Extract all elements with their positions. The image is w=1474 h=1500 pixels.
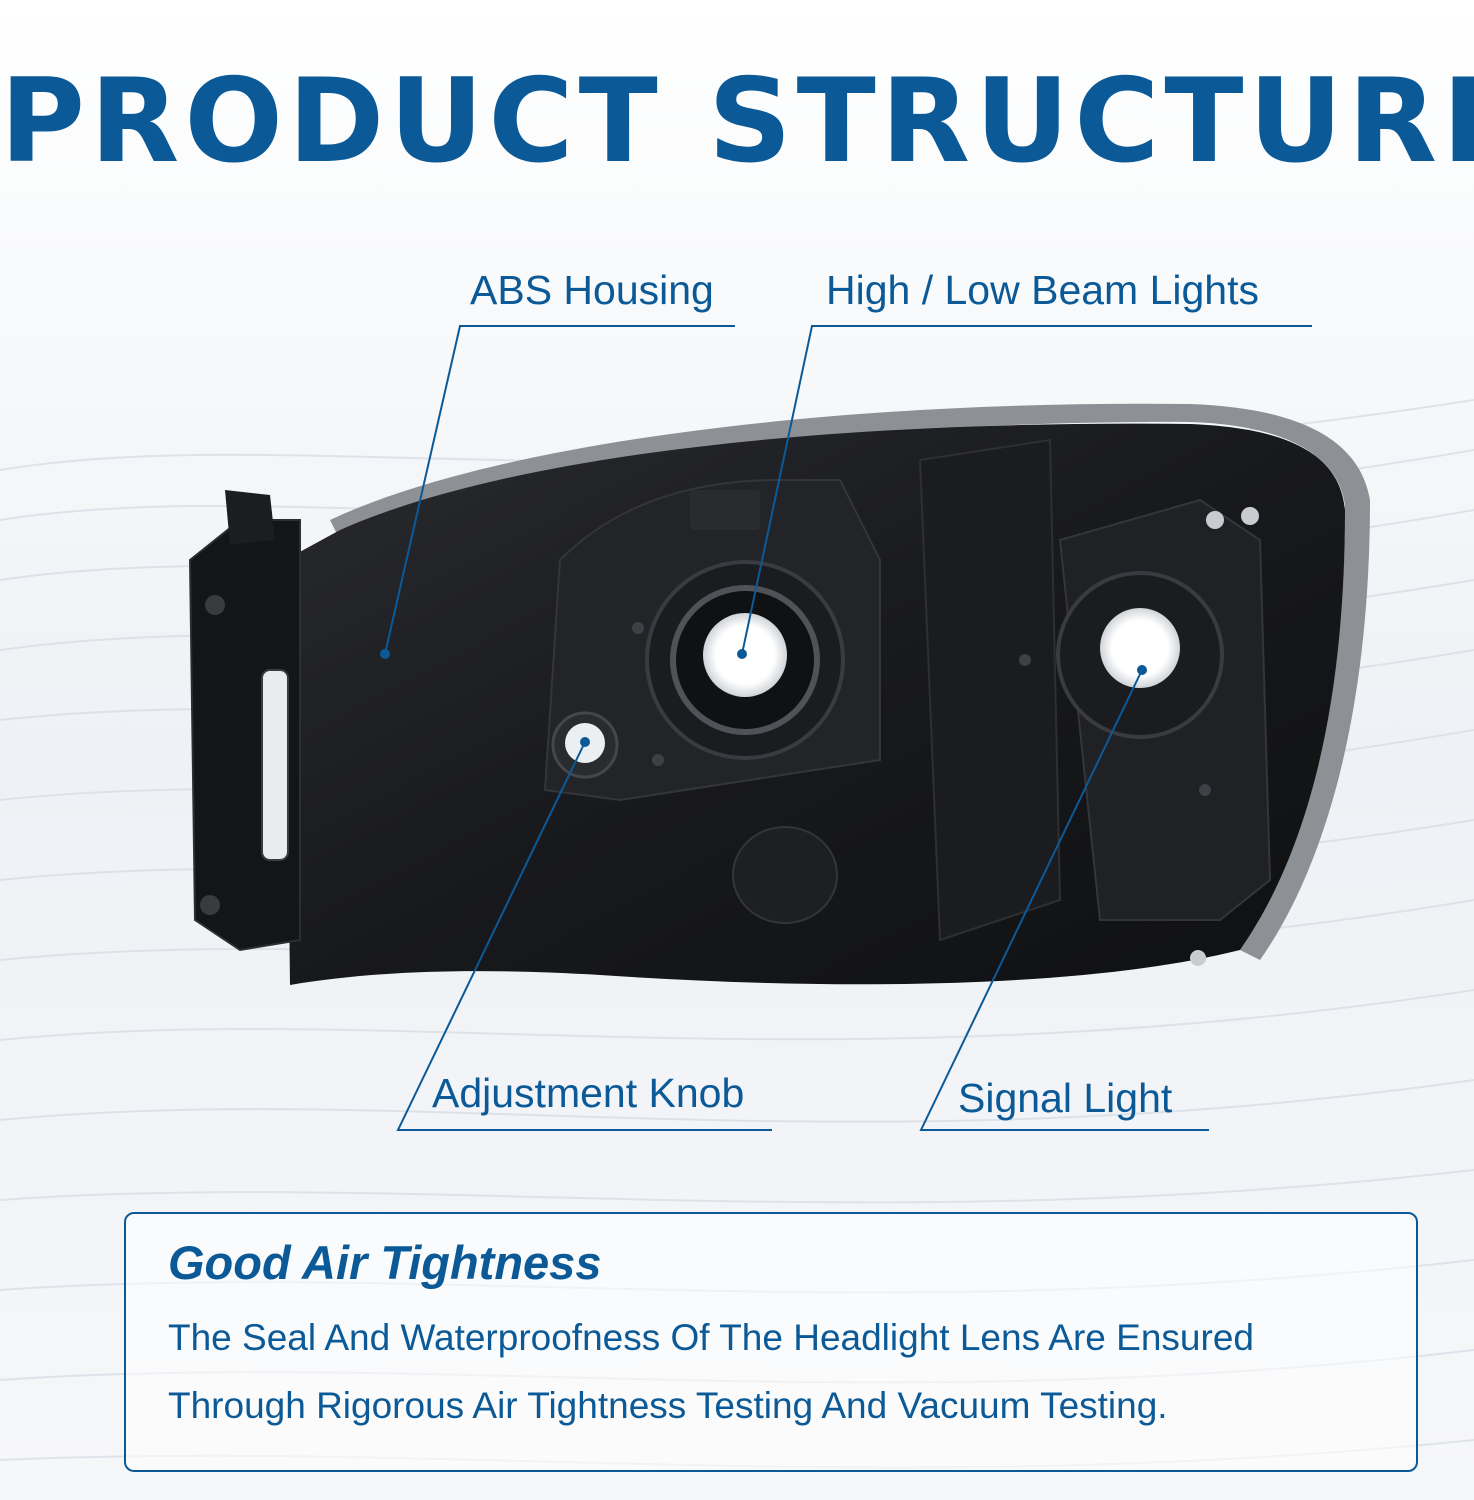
- callout-signal-light: Signal Light: [958, 1075, 1173, 1121]
- feature-title: Good Air Tightness: [168, 1236, 602, 1289]
- callout-abs-housing: ABS Housing: [470, 267, 714, 313]
- feature-description: The Seal And Waterproofness Of The Headl…: [168, 1317, 1254, 1426]
- signal-light-leader: [919, 669, 1209, 1131]
- callout-adjustment-knob: Adjustment Knob: [432, 1070, 745, 1116]
- adjustment-knob-leader: [396, 741, 772, 1131]
- abs-housing-leader: [384, 325, 735, 655]
- signal-bulb-opening: [1100, 608, 1180, 688]
- feature-box: Good Air Tightness The Seal And Waterpro…: [124, 1212, 1418, 1472]
- callout-beam-lights: High / Low Beam Lights: [826, 267, 1260, 313]
- page-title: PRODUCT STRUCTURE: [0, 54, 1474, 189]
- beam-lights-leader: [741, 325, 1312, 655]
